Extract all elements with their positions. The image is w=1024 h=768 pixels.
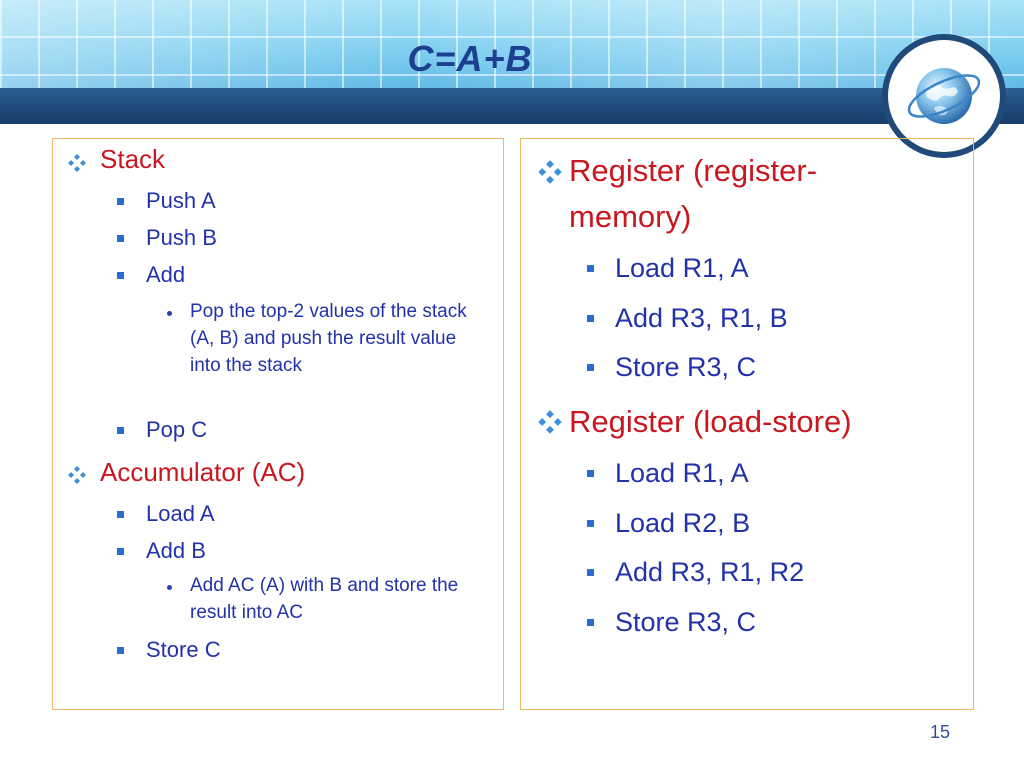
square-bullet-icon <box>117 198 124 205</box>
add-item: Add <box>146 262 186 287</box>
push-b-item: Push B <box>146 225 217 250</box>
slide-title: C=A+B <box>407 38 533 79</box>
globe-icon <box>907 68 981 124</box>
square-bullet-icon <box>587 569 594 576</box>
slide-header <box>0 0 1024 124</box>
square-bullet-icon <box>117 647 124 654</box>
ls-item-1: Load R1, A <box>615 458 749 488</box>
dot-bullet-icon <box>167 311 172 316</box>
four-diamond-bullet-icon <box>68 154 86 172</box>
square-bullet-icon <box>587 364 594 371</box>
rm-item-1: Load R1, A <box>615 253 749 283</box>
square-bullet-icon <box>117 427 124 434</box>
square-bullet-icon <box>117 235 124 242</box>
ls-item-4: Store R3, C <box>615 607 757 637</box>
square-bullet-icon <box>587 315 594 322</box>
register-memory-heading-line2: memory) <box>569 199 692 234</box>
square-bullet-icon <box>587 265 594 272</box>
square-bullet-icon <box>587 619 594 626</box>
header-grid-pattern <box>0 0 1024 90</box>
four-diamond-bullet-icon <box>538 160 562 184</box>
pop-c-item: Pop C <box>146 417 208 442</box>
store-c-item: Store C <box>146 637 221 662</box>
add-b-note: Add AC (A) with B and store the result i… <box>190 575 459 623</box>
load-a-item: Load A <box>146 501 215 526</box>
page-number: 15 <box>930 722 951 742</box>
rm-item-2: Add R3, R1, B <box>615 303 788 333</box>
ls-item-3: Add R3, R1, R2 <box>615 557 805 587</box>
left-content-panel: Stack Push A Push B Add Pop the top-2 va… <box>52 138 504 710</box>
load-store-heading: Register (load-store) <box>569 404 852 439</box>
add-note: Pop the top-2 values of the stack (A, B)… <box>190 301 467 376</box>
square-bullet-icon <box>117 511 124 518</box>
four-diamond-bullet-icon <box>538 410 562 434</box>
stack-heading: Stack <box>100 144 166 174</box>
four-diamond-bullet-icon <box>68 466 86 484</box>
accumulator-heading: Accumulator (AC) <box>100 457 306 487</box>
register-memory-heading-line1: Register (register- <box>569 153 818 188</box>
square-bullet-icon <box>117 272 124 279</box>
add-b-item: Add B <box>146 538 206 563</box>
ls-item-2: Load R2, B <box>615 508 751 538</box>
square-bullet-icon <box>587 470 594 477</box>
square-bullet-icon <box>117 548 124 555</box>
push-a-item: Push A <box>146 188 216 213</box>
rm-item-3: Store R3, C <box>615 352 757 382</box>
dot-bullet-icon <box>167 585 172 590</box>
right-content-panel: Register (register- memory) Load R1, A A… <box>520 138 974 710</box>
globe-logo <box>888 40 1000 152</box>
header-bar <box>0 88 1024 124</box>
square-bullet-icon <box>587 520 594 527</box>
